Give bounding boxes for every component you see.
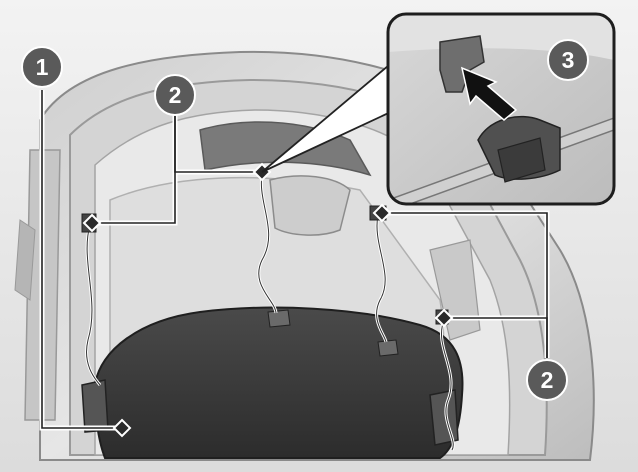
- cover-right-hinge: [429, 389, 459, 446]
- marker-left: [82, 213, 102, 233]
- callout-2-top-label: 2: [169, 82, 182, 108]
- cargo-cover: [81, 306, 464, 459]
- callout-1-label: 1: [36, 54, 49, 80]
- arrow-up-left-icon: [460, 66, 518, 121]
- callout-1: 1: [21, 46, 63, 88]
- cover-left-hinge: [81, 379, 109, 433]
- callout-2-top: 2: [154, 74, 196, 116]
- marker-right: [434, 308, 454, 328]
- callout-2-bottom-label: 2: [541, 367, 554, 393]
- callout-3: 3: [547, 39, 589, 81]
- callout-3-label: 3: [562, 47, 575, 73]
- cover-clip-center-left: [267, 309, 291, 328]
- callout-2-bottom: 2: [526, 359, 568, 401]
- marker-center-right: [372, 203, 392, 223]
- cover-clip-center-right: [377, 339, 399, 357]
- inset-detail-panel: [386, 12, 616, 206]
- marker-cover: [112, 418, 132, 438]
